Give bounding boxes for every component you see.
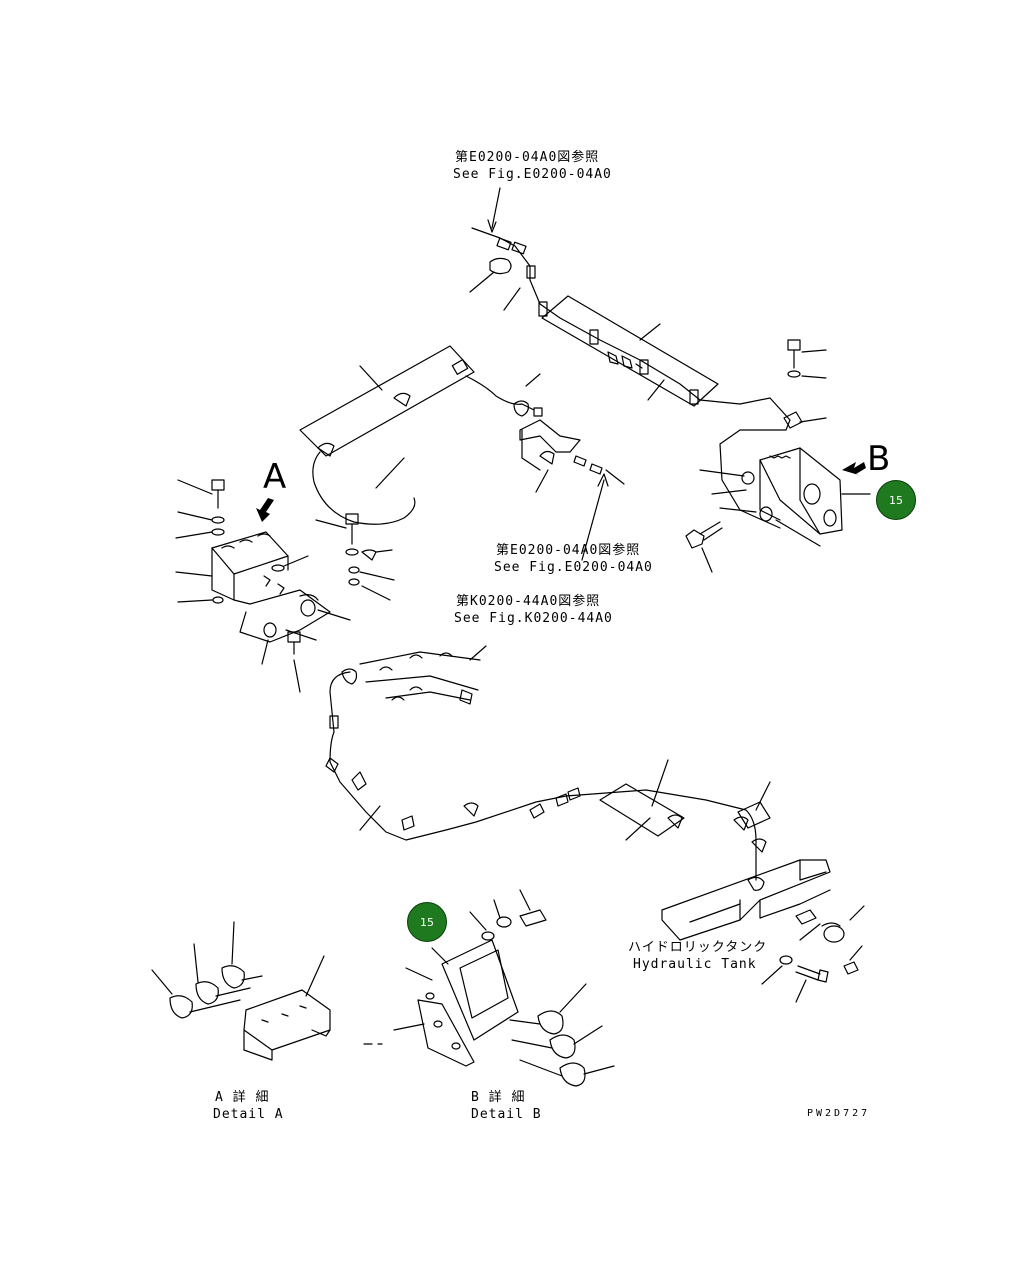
hydraulic-tank-jp: ハイドロリックタンク <box>628 940 768 955</box>
lower-harness <box>325 645 771 891</box>
drawing-code: PW2D727 <box>807 1108 871 1119</box>
reference-k-jp: 第K0200-44A0図参照 <box>456 594 601 609</box>
detail-a-en: Detail A <box>213 1107 284 1122</box>
view-label-a: A <box>263 457 287 497</box>
reference-k-en[interactable]: See Fig.K0200-44A0 <box>454 611 613 626</box>
detail-b-jp: B 詳 細 <box>471 1090 526 1105</box>
detail-a-jp: A 詳 細 <box>215 1090 270 1105</box>
bracket-b <box>685 429 871 573</box>
part-callout-15-lower[interactable]: 15 <box>407 902 447 942</box>
bracket-a <box>175 479 395 693</box>
reference-top-en[interactable]: See Fig.E0200-04A0 <box>453 167 612 182</box>
detail-a-drawing <box>151 921 331 1061</box>
detail-b-en: Detail B <box>471 1107 542 1122</box>
reference-mid-en[interactable]: See Fig.E0200-04A0 <box>494 560 653 575</box>
detail-b-drawing <box>363 889 615 1087</box>
hydraulic-tank-drawing <box>661 859 865 1003</box>
hydraulic-tank-en: Hydraulic Tank <box>633 957 757 972</box>
reference-top-jp: 第E0200-04A0図参照 <box>455 150 600 165</box>
view-label-b: B <box>867 439 891 479</box>
part-callout-15-upper[interactable]: 15 <box>876 480 916 520</box>
middle-harness <box>299 345 625 561</box>
reference-mid-jp: 第E0200-04A0図参照 <box>496 543 641 558</box>
upper-harness <box>469 187 827 431</box>
